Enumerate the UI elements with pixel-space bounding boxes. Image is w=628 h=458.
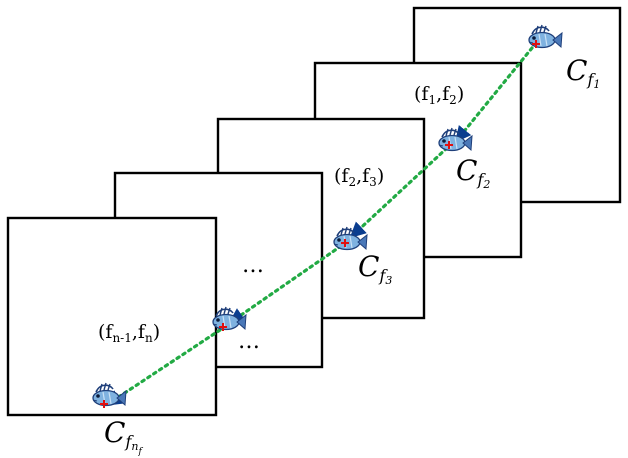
frame-n [6,216,218,417]
pair-label-fn1-fn: (fn-1,fn) [98,321,160,345]
label-c-fnf: Cfnf [104,416,143,457]
track-segment-1-2 [454,46,534,143]
pair-label-f1-f2: (f1,f2) [414,83,464,107]
label-c-f2: Cf2 [456,154,490,191]
ellipsis-lower: … [238,329,260,354]
label-c-f1: Cf1 [566,54,600,91]
track-segment-3-4 [228,244,343,324]
label-c-f3: Cf3 [358,250,392,287]
ellipsis-upper: … [242,253,264,278]
pair-label-f2-f3: (f2,f3) [334,165,384,189]
track-segment-4-n [105,328,222,406]
track-segment-2-3 [349,146,449,239]
